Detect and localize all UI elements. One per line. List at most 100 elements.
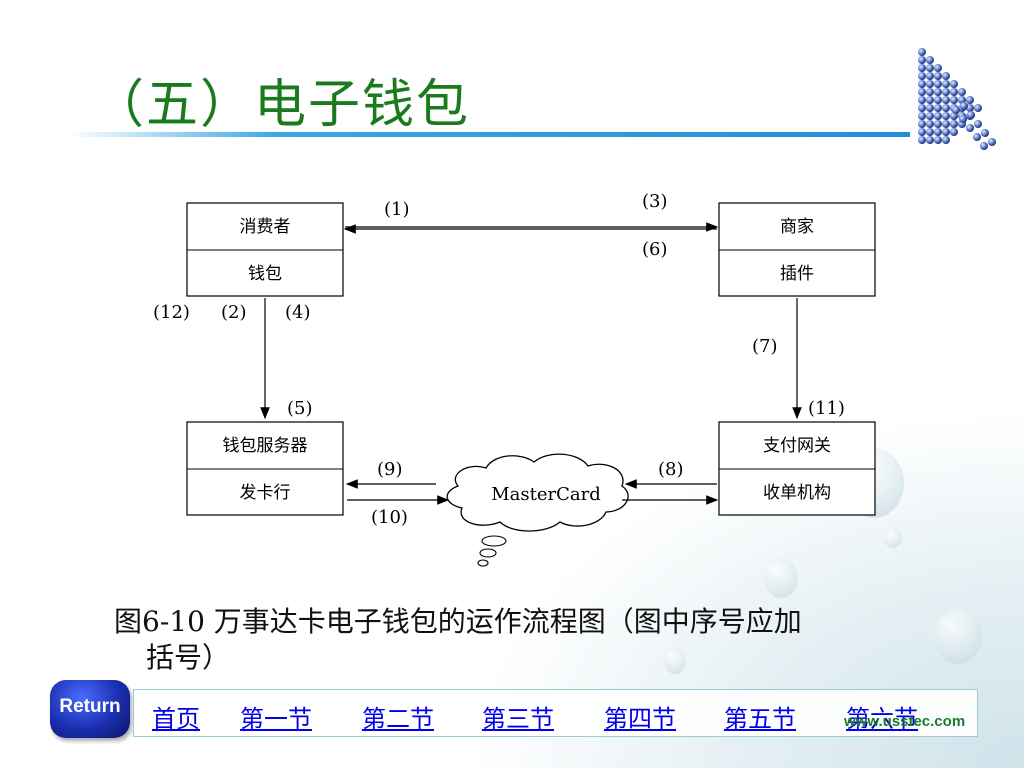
nav-link-section-1[interactable]: 第一节 (240, 705, 312, 733)
payment-gateway-box: 支付网关 收单机构 (718, 421, 876, 516)
logo-dot (918, 128, 926, 136)
logo-dot (974, 120, 982, 128)
logo-dot (942, 104, 950, 112)
logo-dot (934, 136, 942, 144)
title-underline (68, 132, 910, 137)
merchant-box: 商家 插件 (718, 202, 876, 297)
logo-dot (934, 128, 942, 136)
logo-dot (967, 111, 975, 119)
merchant-label: 商家 (780, 217, 814, 237)
water-drop (934, 608, 982, 664)
logo-dot (926, 80, 934, 88)
nav-link-section-4[interactable]: 第四节 (604, 705, 676, 733)
logo-dot (942, 72, 950, 80)
water-drop (884, 528, 902, 548)
logo-dot (974, 104, 982, 112)
acquirer-label: 收单机构 (763, 483, 831, 503)
caption-line-2: 括号） (146, 641, 231, 674)
logo-dot (981, 129, 989, 137)
issuer-label: 发卡行 (240, 483, 291, 503)
step-label: (3) (642, 191, 668, 212)
logo-dot (973, 133, 981, 141)
figure-caption: 图6-10 万事达卡电子钱包的运作流程图（图中序号应加 括号） (114, 604, 964, 676)
logo-dot (934, 88, 942, 96)
logo-dot (959, 115, 967, 123)
logo-dot (918, 72, 926, 80)
logo-dot (942, 80, 950, 88)
logo-dot (918, 112, 926, 120)
nav-link-section-5[interactable]: 第五节 (724, 705, 796, 733)
step-label: (2) (221, 302, 247, 323)
logo-dot (952, 106, 960, 114)
nav-link-section-6[interactable]: 第六节 (846, 705, 918, 733)
logo-dot (926, 56, 934, 64)
logo-dot (966, 96, 974, 104)
logo-dot (988, 138, 996, 146)
logo-dot (926, 120, 934, 128)
plugin-label: 插件 (780, 264, 814, 284)
consumer-label: 消费者 (240, 217, 291, 237)
logo-dot (966, 124, 974, 132)
nav-link-section-3[interactable]: 第三节 (482, 705, 554, 733)
nav-link-section-2[interactable]: 第二节 (362, 705, 434, 733)
caption-line-1: 图6-10 万事达卡电子钱包的运作流程图（图中序号应加 (114, 605, 802, 638)
logo-dot (926, 128, 934, 136)
logo-dot (960, 102, 968, 110)
logo-dot (926, 112, 934, 120)
mastercard-label: MasterCard (491, 484, 601, 505)
logo-dot (918, 120, 926, 128)
logo-dot (926, 96, 934, 104)
logo-dot (926, 64, 934, 72)
step-label: (8) (658, 459, 684, 480)
return-button[interactable]: Return (50, 680, 130, 738)
logo-dot (918, 80, 926, 88)
logo-dot (934, 64, 942, 72)
dotted-cursor-logo-icon (918, 48, 996, 150)
logo-dot (918, 56, 926, 64)
logo-dot (942, 112, 950, 120)
step-label: (7) (752, 336, 778, 357)
logo-dot (926, 136, 934, 144)
step-label: (9) (377, 459, 403, 480)
logo-dot (942, 136, 950, 144)
logo-dot (934, 72, 942, 80)
site-watermark: www.usstec.com (844, 713, 966, 730)
logo-dot (926, 72, 934, 80)
logo-dot (926, 104, 934, 112)
step-label: (5) (287, 398, 313, 419)
logo-dot (918, 48, 926, 56)
step-label: (11) (808, 398, 845, 419)
logo-dot (926, 88, 934, 96)
logo-dot (934, 96, 942, 104)
logo-dot (918, 136, 926, 144)
return-button-label: Return (59, 696, 121, 717)
logo-dot (958, 88, 966, 96)
logo-dot (942, 96, 950, 104)
mastercard-cloud: MasterCard (446, 453, 629, 567)
wallet-server-box: 钱包服务器 发卡行 (186, 421, 344, 516)
logo-dot (942, 120, 950, 128)
logo-dot (980, 142, 988, 150)
step-label: (1) (384, 199, 410, 220)
nav-link-home[interactable]: 首页 (152, 705, 200, 733)
logo-dot (934, 80, 942, 88)
section-nav-bar: 首页 第一节 第二节 第三节 第四节 第五节 第六节 (133, 689, 978, 737)
step-label: (4) (285, 302, 311, 323)
logo-dot (942, 88, 950, 96)
logo-dot (934, 104, 942, 112)
logo-dot (918, 96, 926, 104)
logo-dot (918, 104, 926, 112)
logo-dot (950, 80, 958, 88)
step-label: (6) (642, 239, 668, 260)
step-label: (10) (371, 507, 408, 528)
water-drop (664, 648, 686, 674)
logo-dot (950, 88, 958, 96)
water-drop (764, 558, 798, 598)
wallet-server-label: 钱包服务器 (223, 436, 308, 456)
logo-dot (918, 88, 926, 96)
page-title: （五）电子钱包 (92, 75, 471, 135)
logo-dot (934, 112, 942, 120)
logo-dot (942, 128, 950, 136)
consumer-box: 消费者 钱包 (186, 202, 344, 297)
